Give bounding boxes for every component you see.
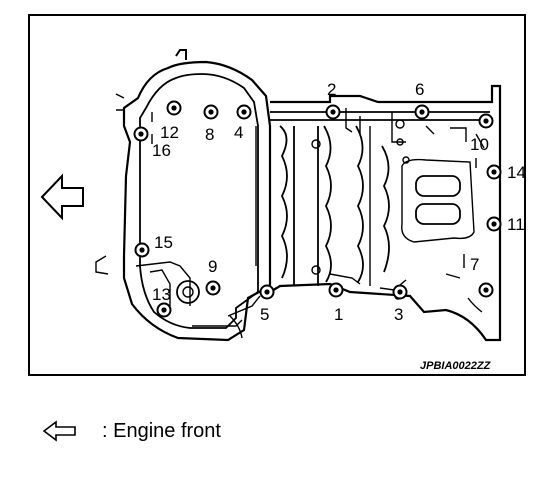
bolt-14: 14: [486, 163, 524, 182]
bolt-number: 2: [327, 80, 336, 99]
bolt-center-icon: [171, 105, 177, 111]
bolt-center-icon: [483, 287, 489, 293]
bolt-center-icon: [333, 287, 339, 293]
bolt-number: 16: [152, 141, 171, 160]
bolt-16: 16: [133, 126, 171, 160]
bolt-number: 9: [208, 257, 217, 276]
bolt-12: 12: [160, 100, 182, 142]
bolt-center-icon: [210, 285, 216, 291]
bolt-center-icon: [138, 131, 144, 137]
bolt-center-icon: [241, 109, 247, 115]
bolt-center-icon: [139, 247, 145, 253]
bolt-number: 3: [394, 305, 403, 324]
bolt-center-icon: [491, 169, 497, 175]
legend-text: : Engine front: [102, 419, 221, 442]
bolt-number: 15: [154, 233, 173, 252]
bolt-9: 9: [205, 257, 221, 296]
bolt-11: 11: [486, 215, 524, 234]
bolt-center-icon: [330, 109, 336, 115]
bolt-center-icon: [264, 289, 270, 295]
bolt-13: 13: [152, 285, 172, 318]
bolt-10: 10: [470, 113, 494, 154]
bolt-6: 6: [414, 80, 430, 120]
bolt-number: 13: [152, 285, 171, 304]
legend: : Engine front: [42, 418, 221, 444]
outline-left-arrow-icon: [42, 420, 76, 442]
figure-code: JPBIA0022ZZ: [420, 360, 492, 372]
bolt-number: 4: [234, 123, 243, 142]
bolt-5: 5: [259, 284, 275, 324]
engine-front-arrow-icon: [40, 173, 84, 221]
bolt-number: 14: [507, 163, 524, 182]
bolt-number: 8: [205, 125, 214, 144]
bolt-number: 7: [470, 255, 479, 274]
bolt-center-icon: [419, 109, 425, 115]
bolt-4: 4: [234, 104, 252, 142]
bolt-15: 15: [134, 233, 173, 258]
bolt-number: 12: [160, 123, 179, 142]
bolt-1: 1: [328, 282, 344, 324]
bolt-2: 2: [325, 80, 341, 120]
bolt-center-icon: [161, 307, 167, 313]
oil-pan-body: [95, 49, 272, 342]
bolt-number: 6: [415, 80, 424, 99]
bolt-8: 8: [203, 104, 219, 144]
bolt-number: 5: [260, 305, 269, 324]
bolt-center-icon: [491, 221, 497, 227]
bolt-number: 11: [507, 215, 524, 234]
bolt-center-icon: [397, 289, 403, 295]
bolt-number: 10: [470, 135, 489, 154]
crankcase-body: [269, 84, 502, 342]
bolt-center-icon: [208, 109, 214, 115]
bolt-7: 7: [470, 255, 494, 298]
bolt-3: 3: [392, 284, 408, 324]
bolt-center-icon: [483, 118, 489, 124]
bolt-number: 1: [334, 305, 343, 324]
